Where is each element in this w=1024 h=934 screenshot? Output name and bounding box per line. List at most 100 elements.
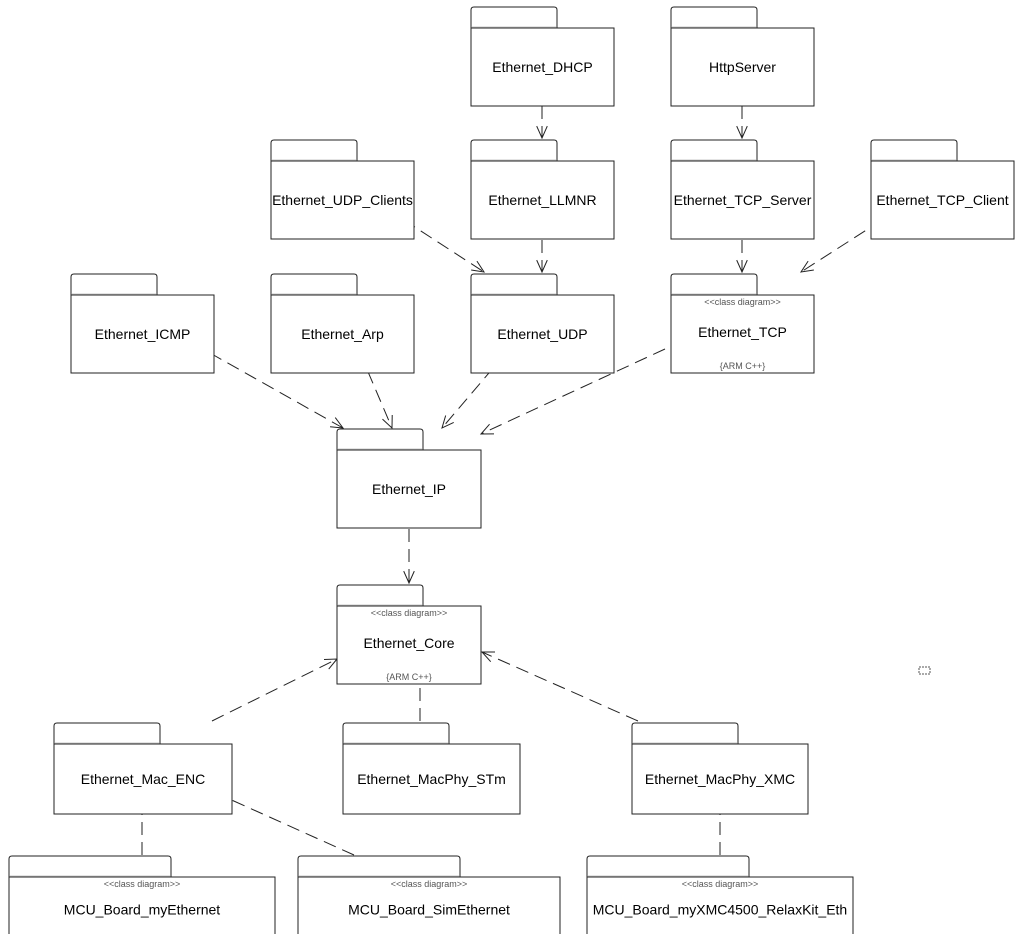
dependency-arrow (441, 352, 507, 429)
package-body (670, 160, 815, 240)
dependency-arrow (211, 658, 339, 722)
package-name: Ethernet_TCP_Server (674, 192, 812, 208)
package-body (631, 743, 809, 815)
dependency-line (209, 352, 344, 429)
arrowhead-icon (479, 423, 495, 435)
package-name: Ethernet_Arp (301, 326, 384, 342)
package-name: Ethernet_ICMP (95, 326, 191, 342)
package-tab (297, 855, 461, 877)
package-name: Ethernet_IP (372, 481, 446, 497)
package-tab (670, 273, 758, 295)
package-tcps[interactable]: Ethernet_TCP_Server (670, 139, 815, 240)
dependency-arrow (209, 352, 345, 429)
package-icmp[interactable]: Ethernet_ICMP (70, 273, 215, 374)
dependency-arrow (480, 651, 639, 722)
package-name: Ethernet_UDP (497, 326, 587, 342)
package-name: Ethernet_MacPhy_XMC (645, 771, 795, 787)
package-relax[interactable]: <<class diagram>> MCU_Board_myXMC4500_Rel… (586, 855, 854, 934)
arrowhead-icon (736, 259, 748, 274)
dependency-line (441, 352, 507, 429)
package-stereotype: <<class diagram>> (704, 297, 781, 307)
package-tab (342, 722, 450, 744)
package-name: Ethernet_Core (363, 635, 454, 651)
package-body (336, 605, 482, 685)
package-tab (870, 139, 958, 161)
package-xmc[interactable]: Ethernet_MacPhy_XMC (631, 722, 809, 815)
package-name: Ethernet_DHCP (492, 59, 592, 75)
arrowhead-icon (536, 259, 548, 274)
package-tab (270, 273, 358, 295)
package-tab (470, 273, 558, 295)
arrowhead-icon (799, 260, 814, 273)
package-body (53, 743, 233, 815)
arrowhead-icon (441, 415, 454, 429)
package-tagged-value: {ARM C++} (720, 361, 766, 371)
package-tcp[interactable]: <<class diagram>>Ethernet_TCP{ARM C++} (670, 273, 815, 374)
dependency-line (480, 348, 666, 435)
package-arp[interactable]: Ethernet_Arp (270, 273, 415, 374)
dependency-arrow (799, 219, 883, 273)
package-name: Ethernet_Mac_ENC (81, 771, 206, 787)
package-stereotype: <<class diagram>> (371, 608, 448, 618)
resize-handle-icon[interactable] (918, 666, 931, 675)
dependency-line (211, 658, 338, 722)
package-layer: Ethernet_DHCP HttpServerEthernet_UDP_Clie… (8, 6, 1015, 934)
package-enc[interactable]: Ethernet_Mac_ENC (53, 722, 233, 815)
package-body (586, 876, 854, 934)
package-body (342, 743, 521, 815)
package-body (8, 876, 276, 934)
package-tab (631, 722, 739, 744)
package-name: MCU_Board_SimEthernet (348, 902, 510, 918)
package-udp[interactable]: Ethernet_UDP (470, 273, 615, 374)
arrowhead-icon (536, 125, 548, 140)
dependency-arrow (479, 348, 666, 435)
package-simeth[interactable]: <<class diagram>>MCU_Board_SimEthernet{A… (297, 855, 561, 934)
package-dhcp[interactable]: Ethernet_DHCP (470, 6, 615, 107)
package-tab (336, 584, 424, 606)
package-tab (670, 139, 758, 161)
package-tcpc[interactable]: Ethernet_TCP_Client (870, 139, 1015, 240)
package-core[interactable]: <<class diagram>> Ethernet_Core {ARM C++} (336, 584, 482, 685)
package-name: MCU_Board_myEthernet (64, 902, 221, 918)
package-body (270, 294, 415, 374)
package-name: Ethernet_LLMNR (488, 192, 596, 208)
package-body (670, 27, 815, 107)
package-body (70, 294, 215, 374)
package-myeth[interactable]: <<class diagram>>MCU_Board_myEthernet{AR… (8, 855, 276, 934)
package-tab (8, 855, 172, 877)
package-tab (336, 428, 424, 450)
package-name: HttpServer (709, 59, 776, 75)
package-body (470, 160, 615, 240)
package-body (670, 294, 815, 374)
package-body (336, 449, 482, 529)
package-http[interactable]: HttpServer (670, 6, 815, 107)
package-name: MCU_Board_myXMC4500_RelaxKit_Eth (593, 902, 847, 918)
arrowhead-icon (480, 651, 496, 662)
arrowhead-icon (471, 260, 486, 273)
package-name: Ethernet_MacPhy_STm (357, 771, 506, 787)
package-stereotype: <<class diagram>> (391, 879, 468, 889)
dependency-line (215, 792, 355, 856)
dependency-line (403, 219, 485, 273)
arrowhead-icon (736, 125, 748, 140)
package-tagged-value: {ARM C++} (386, 672, 432, 682)
package-stm[interactable]: Ethernet_MacPhy_STm (342, 722, 521, 815)
package-udpc[interactable]: Ethernet_UDP_Clients (270, 139, 415, 240)
arrowhead-icon (403, 570, 415, 585)
package-tab (470, 6, 558, 28)
dependency-arrow (359, 352, 393, 430)
package-tab (470, 139, 558, 161)
package-stereotype: <<class diagram>> (104, 879, 181, 889)
package-body (470, 294, 615, 374)
package-body (470, 27, 615, 107)
package-tab (670, 6, 758, 28)
package-stereotype: <<class diagram>> (682, 879, 759, 889)
package-tab (53, 722, 161, 744)
arrowhead-icon (330, 417, 345, 429)
package-ip[interactable]: Ethernet_IP (336, 428, 482, 529)
package-tab (586, 855, 750, 877)
dependency-arrow (214, 792, 355, 856)
package-llmnr[interactable]: Ethernet_LLMNR (470, 139, 615, 240)
package-body (870, 160, 1015, 240)
